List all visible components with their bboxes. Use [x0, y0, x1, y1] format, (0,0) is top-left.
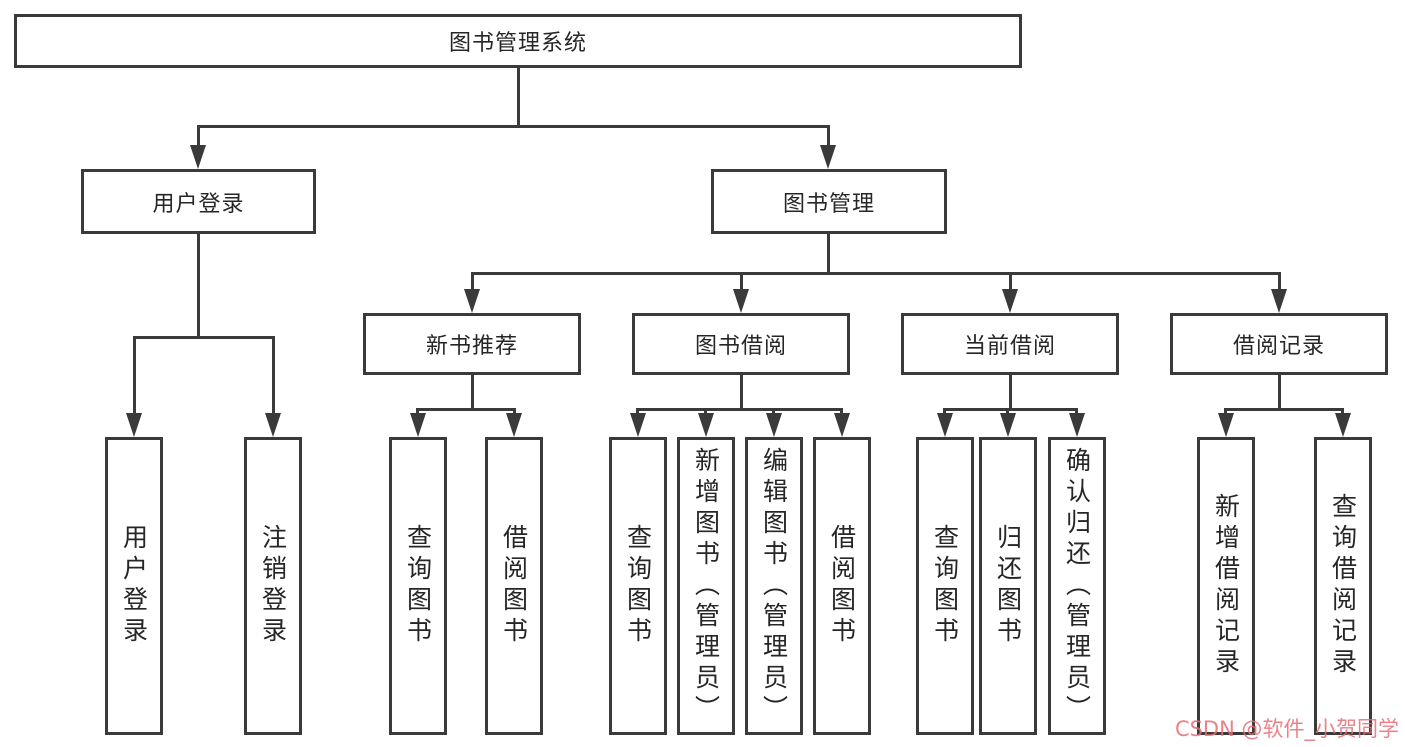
connector-drop-leaf-login	[133, 336, 136, 420]
arrow-down-icon	[766, 413, 782, 437]
arrow-down-icon	[190, 145, 206, 169]
arrow-down-icon	[464, 289, 480, 313]
leaf-current-confirm-return-admin: 确认归还（管理员）	[1048, 437, 1106, 735]
leaf-borrow-add-books-admin: 新增图书（管理员）	[677, 437, 735, 735]
connector-new-book-stem	[471, 375, 474, 408]
connector-drop-book-borrowing	[740, 272, 743, 296]
arrow-down-icon	[937, 413, 953, 437]
leaf-current-return-books: 归还图书	[979, 437, 1037, 735]
connector-borrowing-records-stem	[1278, 375, 1281, 408]
connector-current-borrowing-stem	[1009, 375, 1012, 408]
connector-level2-bar	[197, 125, 830, 128]
connector-book-borrowing-bar	[636, 408, 843, 411]
arrow-down-icon	[1271, 289, 1287, 313]
arrow-down-icon	[820, 145, 836, 169]
arrow-down-icon	[410, 413, 426, 437]
node-borrowing-records: 借阅记录	[1170, 313, 1388, 375]
connector-user-login-stem	[197, 234, 200, 336]
connector-drop-new-book	[471, 272, 474, 296]
connector-current-borrowing-bar	[943, 408, 1078, 411]
arrow-down-icon	[733, 289, 749, 313]
leaf-records-add-borrow-record: 新增借阅记录	[1197, 437, 1255, 735]
node-book-borrowing: 图书借阅	[632, 313, 850, 375]
connector-drop-user-login	[197, 125, 200, 155]
leaf-logout-login: 注销登录	[244, 437, 302, 735]
leaf-current-query-books: 查询图书	[916, 437, 974, 735]
leaf-borrow-borrow-books: 借阅图书	[813, 437, 871, 735]
node-book-management: 图书管理	[711, 169, 947, 234]
arrow-down-icon	[1335, 413, 1351, 437]
node-library-management-system: 图书管理系统	[14, 14, 1022, 68]
connector-book-borrowing-stem	[740, 375, 743, 408]
leaf-borrow-edit-books-admin: 编辑图书（管理员）	[745, 437, 803, 735]
arrow-down-icon	[834, 413, 850, 437]
node-current-borrowing: 当前借阅	[901, 313, 1119, 375]
node-new-book-recommend: 新书推荐	[363, 313, 581, 375]
arrow-down-icon	[506, 413, 522, 437]
connector-drop-book-management	[827, 125, 830, 155]
csdn-watermark: CSDN @软件_小贺同学	[1174, 717, 1399, 741]
arrow-down-icon	[1002, 289, 1018, 313]
arrow-down-icon	[1069, 413, 1085, 437]
connector-new-book-bar	[416, 408, 516, 411]
arrow-down-icon	[265, 413, 281, 437]
leaf-borrow-query-books: 查询图书	[609, 437, 667, 735]
leaf-records-query-borrow-record: 查询借阅记录	[1314, 437, 1372, 735]
connector-root-stem	[517, 68, 520, 125]
leaf-recommend-borrow-books: 借阅图书	[485, 437, 543, 735]
connector-drop-borrowing-records	[1278, 272, 1281, 296]
leaf-recommend-query-books: 查询图书	[389, 437, 447, 735]
arrow-down-icon	[630, 413, 646, 437]
connector-drop-current-borrowing	[1009, 272, 1012, 296]
arrow-down-icon	[1218, 413, 1234, 437]
connector-user-login-bar	[133, 336, 275, 339]
connector-level3-bar	[471, 272, 1281, 275]
arrow-down-icon	[1000, 413, 1016, 437]
leaf-user-login: 用户登录	[105, 437, 163, 735]
arrow-down-icon	[698, 413, 714, 437]
connector-borrowing-records-bar	[1224, 408, 1344, 411]
connector-book-management-stem	[827, 234, 830, 272]
connector-drop-leaf-logout	[272, 336, 275, 420]
arrow-down-icon	[126, 413, 142, 437]
node-user-login: 用户登录	[81, 169, 316, 234]
